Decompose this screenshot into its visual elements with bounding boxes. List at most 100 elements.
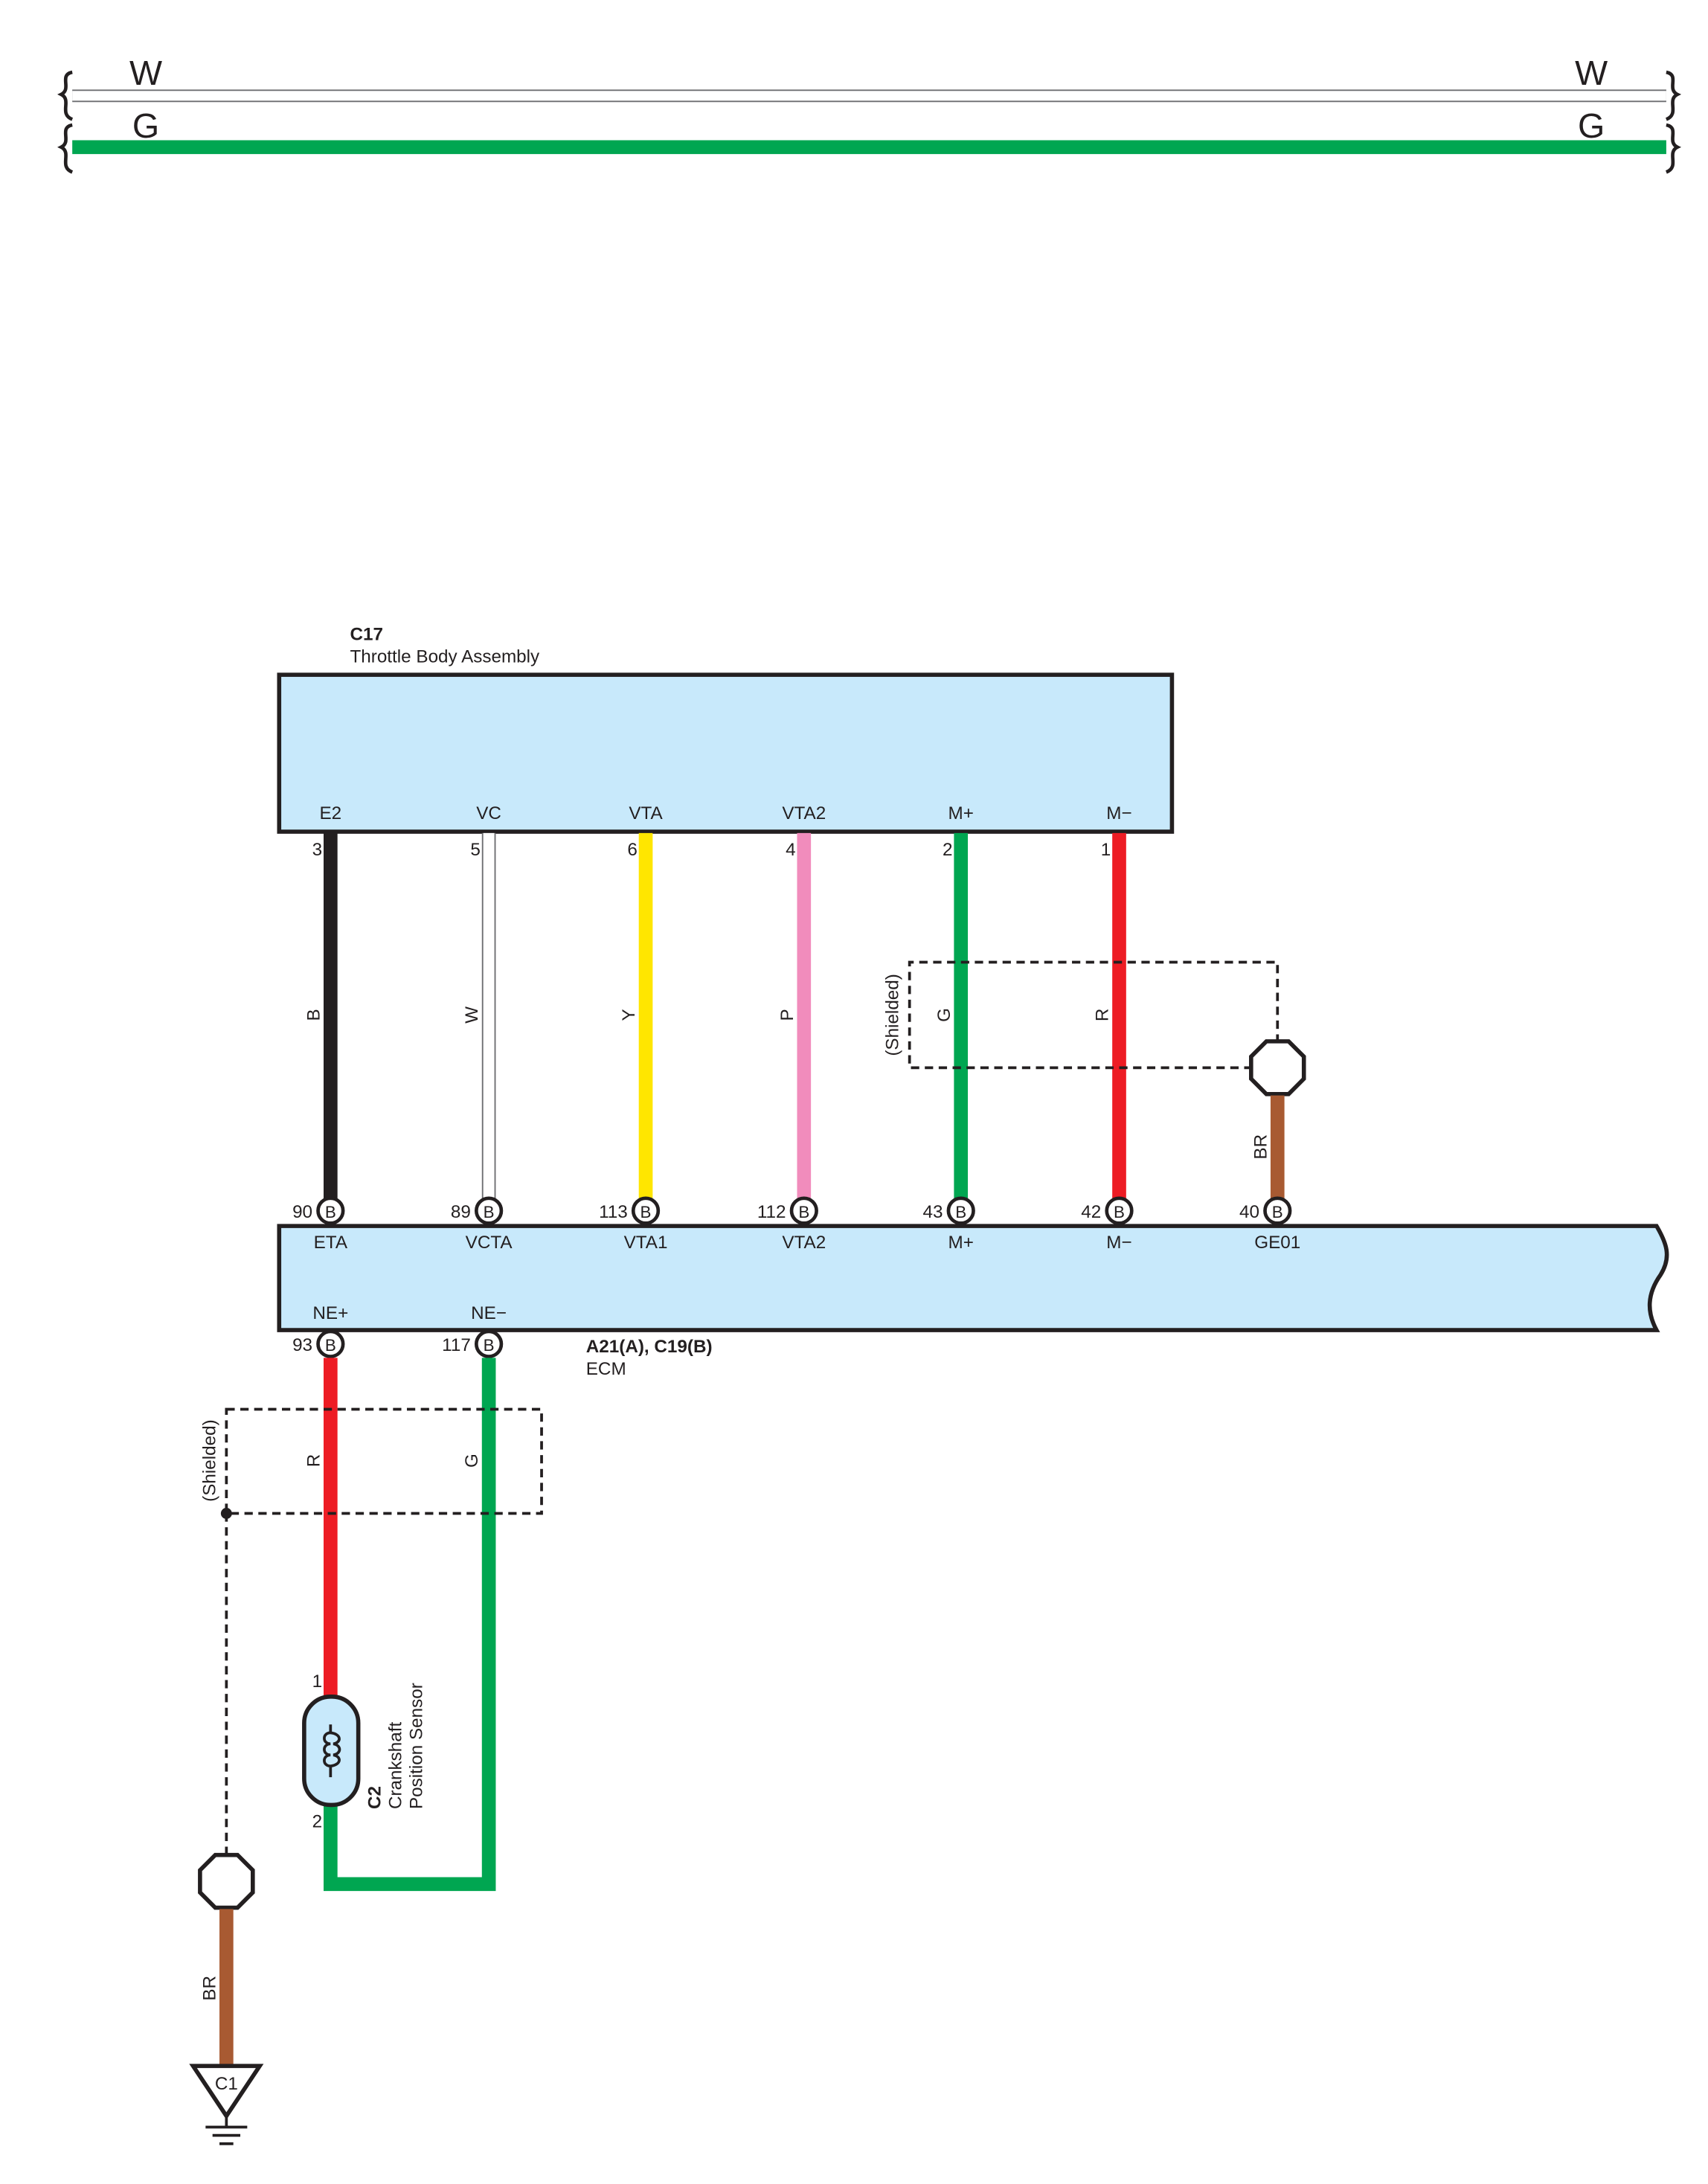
- throttle-box: [277, 672, 1175, 834]
- ecm-pin-43-circle: [946, 1196, 975, 1225]
- ecm-pin-43-num: 43: [922, 1202, 943, 1222]
- top-bus: W W G G: [57, 54, 1682, 174]
- throttle-pin-num-6: 6: [627, 840, 637, 860]
- ecm-pin-112-num: 112: [757, 1202, 786, 1222]
- ecm-pin-93-conn: B: [325, 1336, 336, 1355]
- ecm-pin-mminus-label: M−: [1106, 1233, 1131, 1253]
- throttle-pin-num-3: 3: [312, 840, 323, 860]
- ecm-box: [277, 1224, 1669, 1332]
- ecm-top-pin-circles: [316, 1196, 1292, 1225]
- throttle-body-assembly: C17 Throttle Body Assembly E2 VC VTA VTA…: [277, 624, 1175, 860]
- ecm-pin-vcta-label: VCTA: [466, 1233, 513, 1253]
- ground-label: C1: [215, 2074, 238, 2094]
- crank-wires: R G: [304, 1358, 496, 1892]
- wire-code-b: B: [304, 1009, 324, 1021]
- crank-sensor-coil: [323, 1724, 333, 1778]
- ecm-pin-42-num: 42: [1081, 1202, 1101, 1222]
- lower-shield-splice: [198, 1852, 255, 1910]
- ecm-pin-112-circle: [789, 1196, 818, 1225]
- crank-pin-2: 2: [312, 1811, 323, 1831]
- bus-w-left-label: W: [129, 54, 162, 92]
- wire-code-g: G: [934, 1008, 954, 1022]
- ecm-code: A21(A), C19(B): [586, 1337, 713, 1357]
- ecm-pin-neminus-label: NE−: [471, 1303, 507, 1323]
- ground-triangle: [189, 2063, 264, 2120]
- upper-shield-splice: [1249, 1039, 1306, 1096]
- ecm-pin-42-conn: B: [1114, 1203, 1125, 1221]
- ecm-pin-117-conn: B: [484, 1336, 495, 1355]
- ecm-pin-112-conn: B: [798, 1203, 809, 1221]
- ecm-pin-93-circle: [316, 1329, 345, 1358]
- lower-shield: (Shielded) BR: [198, 1407, 543, 2069]
- ecm-pin-eta-label: ETA: [314, 1233, 348, 1253]
- ecm-pin-40-conn: B: [1272, 1203, 1283, 1221]
- ecm-pin-113-circle: [631, 1196, 661, 1225]
- upper-shield-outline: [908, 960, 1280, 1070]
- crank-name-line1: Crankshaft: [386, 1722, 406, 1810]
- bus-left-bracket-lower: [57, 123, 74, 174]
- throttle-pin-vta2-label: VTA2: [782, 803, 826, 823]
- throttle-code: C17: [350, 624, 383, 644]
- throttle-ecm-wires: B W Y P G R: [304, 832, 1126, 1200]
- bus-right-bracket-upper: [1665, 70, 1682, 121]
- lower-wire-code-g: G: [462, 1454, 482, 1468]
- upper-drain-code: BR: [1250, 1134, 1271, 1160]
- wire-code-p: P: [777, 1009, 797, 1021]
- wire-neminus-green: [323, 1358, 496, 1892]
- ecm-pin-89-conn: B: [484, 1203, 495, 1221]
- throttle-pin-mminus-label: M−: [1106, 803, 1131, 823]
- bus-left-bracket-upper: [57, 70, 74, 121]
- ground-c1: C1: [189, 2063, 264, 2145]
- ecm-pin-117-num: 117: [442, 1335, 471, 1355]
- ecm-pin-90-num: 90: [292, 1202, 312, 1222]
- throttle-pin-mplus-label: M+: [948, 803, 974, 823]
- ecm-pin-89-num: 89: [451, 1202, 471, 1222]
- ecm-pin-90-circle: [316, 1196, 345, 1225]
- wire-code-y: Y: [619, 1009, 639, 1021]
- crank-pin-1: 1: [312, 1671, 323, 1692]
- ecm-pin-117-circle: [474, 1329, 504, 1358]
- throttle-pin-num-1: 1: [1101, 840, 1111, 860]
- throttle-pin-num-5: 5: [470, 840, 481, 860]
- crank-sensor-coil-loops: [330, 1731, 341, 1768]
- upper-shield: (Shielded) BR: [883, 960, 1306, 1200]
- ecm-pin-93-num: 93: [292, 1335, 312, 1355]
- upper-shield-label: (Shielded): [883, 974, 903, 1056]
- throttle-pin-vc-label: VC: [476, 803, 501, 823]
- wire-code-w: W: [462, 1006, 482, 1024]
- ecm-pin-90-conn: B: [325, 1203, 336, 1221]
- lower-wire-code-r: R: [304, 1454, 324, 1468]
- ecm-pin-vta1-label: VTA1: [624, 1233, 668, 1253]
- ecm: B B B B B B B 90 89 113 112 43 42 40 ETA…: [277, 1196, 1669, 1379]
- bus-g-left-label: G: [132, 106, 159, 145]
- lower-drain-code: BR: [199, 1976, 219, 2001]
- throttle-pin-num-4: 4: [786, 840, 795, 860]
- lower-shield-outline: [225, 1407, 543, 1515]
- crankshaft-position-sensor: 1 2 C2 Crankshaft Position Sensor: [302, 1671, 427, 1831]
- ecm-pin-mplus-label: M+: [948, 1233, 974, 1253]
- ecm-name: ECM: [586, 1359, 626, 1379]
- ecm-pin-ge01-label: GE01: [1254, 1233, 1300, 1253]
- ecm-pin-113-conn: B: [640, 1203, 652, 1221]
- bus-g-right-label: G: [1578, 106, 1605, 145]
- ecm-pin-neplus-label: NE+: [312, 1303, 348, 1323]
- throttle-pin-e2-label: E2: [319, 803, 341, 823]
- ecm-pin-42-circle: [1105, 1196, 1134, 1225]
- crank-sensor-body: [302, 1695, 361, 1808]
- ecm-pin-40-num: 40: [1239, 1202, 1259, 1222]
- ecm-pin-113-num: 113: [599, 1202, 628, 1222]
- wire-code-r: R: [1093, 1009, 1113, 1022]
- throttle-name: Throttle Body Assembly: [350, 646, 540, 667]
- bus-w-right-label: W: [1575, 54, 1608, 92]
- crank-code: C2: [365, 1786, 385, 1809]
- ecm-pin-89-circle: [474, 1196, 504, 1225]
- throttle-pin-vta-label: VTA: [629, 803, 663, 823]
- ecm-pin-vta2-label: VTA2: [782, 1233, 826, 1253]
- crank-name-line2: Position Sensor: [407, 1683, 427, 1809]
- ecm-pin-40-circle: [1263, 1196, 1292, 1225]
- throttle-pin-num-2: 2: [943, 840, 952, 860]
- ecm-pin-43-conn: B: [955, 1203, 966, 1221]
- lower-shield-label: (Shielded): [199, 1419, 219, 1502]
- bus-right-bracket-lower: [1665, 123, 1682, 174]
